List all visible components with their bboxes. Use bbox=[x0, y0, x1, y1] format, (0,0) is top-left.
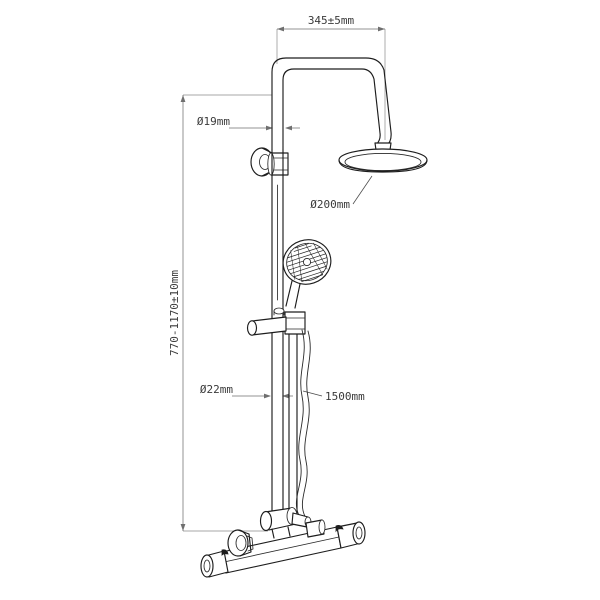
wall-bracket bbox=[250, 147, 289, 177]
dimension-slide-bar-diameter: Ø22mm bbox=[200, 383, 293, 399]
dimension-label-riser-diameter: Ø19mm bbox=[197, 115, 230, 128]
dimension-label-height-range: 770-1170±10mm bbox=[168, 270, 181, 356]
slide-bar bbox=[288, 317, 298, 521]
dimension-label-slide-bar-diameter: Ø22mm bbox=[200, 383, 233, 396]
dimension-height-range: 770-1170±10mm bbox=[168, 94, 272, 532]
wall-inlet-elbow bbox=[227, 529, 254, 557]
dimension-label-hose-length: 1500mm bbox=[325, 390, 365, 403]
curved-shower-arm bbox=[271, 57, 392, 151]
overhead-shower-head bbox=[338, 142, 428, 173]
thermostatic-bar-valve bbox=[200, 519, 366, 578]
flow-control-handle bbox=[200, 549, 229, 578]
dimension-riser-diameter: Ø19mm bbox=[197, 115, 300, 131]
dimension-arm-projection: 345±5mm bbox=[276, 14, 386, 140]
dimension-hose-length: 1500mm bbox=[302, 390, 365, 403]
diverter-body bbox=[259, 507, 312, 539]
dimension-head-diameter: Ø200mm bbox=[310, 175, 373, 211]
flexible-hose bbox=[296, 329, 317, 528]
temperature-handle bbox=[335, 521, 366, 549]
dimension-label-arm-projection: 345±5mm bbox=[308, 14, 355, 27]
dimension-label-head-diameter: Ø200mm bbox=[310, 198, 350, 211]
hand-shower-head bbox=[282, 239, 332, 309]
valve-riser-connector bbox=[305, 519, 326, 538]
hand-shower-holder bbox=[246, 307, 306, 336]
